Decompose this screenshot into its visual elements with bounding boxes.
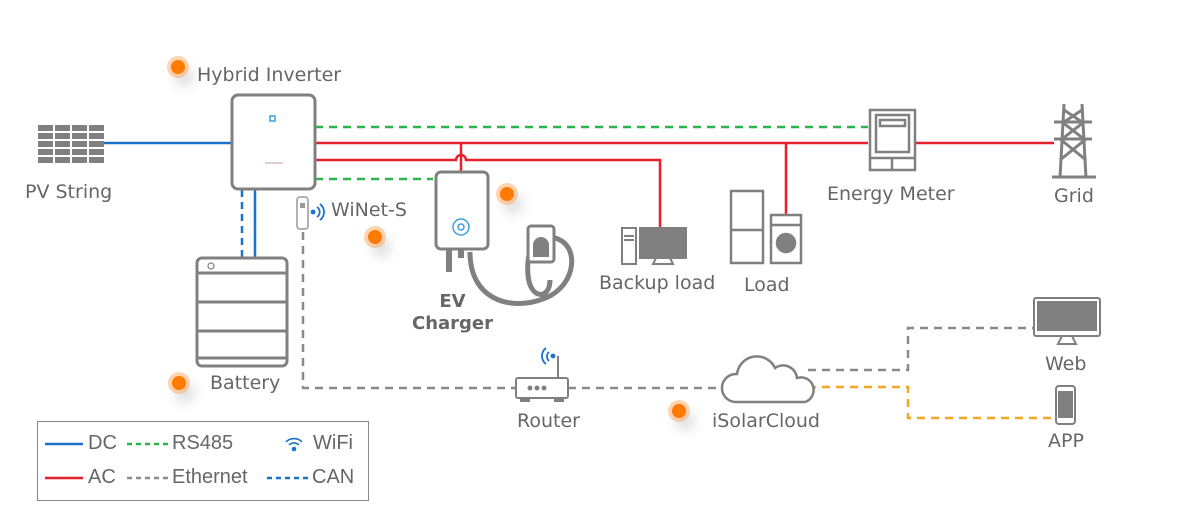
grid-label: Grid	[1054, 185, 1094, 207]
ev-charger-label-line1: EV	[439, 291, 466, 312]
battery-icon[interactable]	[195, 256, 289, 368]
web-monitor-icon[interactable]	[1033, 297, 1101, 345]
load-appliances-icon[interactable]	[729, 189, 803, 265]
web-label: Web	[1045, 353, 1087, 375]
hotspot-hybrid-inverter[interactable]	[171, 60, 185, 74]
winet-s-dongle-icon[interactable]	[296, 196, 309, 230]
legend-swatches	[45, 442, 308, 480]
legend-wifi-label: WiFi	[313, 432, 353, 454]
legend: DC RS485 WiFi AC Ethernet CAN	[37, 421, 369, 501]
hotspot-winet-s[interactable]	[368, 230, 382, 244]
grid-tower-icon[interactable]	[1052, 103, 1096, 179]
ethernet-line-web	[808, 326, 1034, 372]
pv-string-label: PV String	[25, 181, 113, 203]
app-phone-icon[interactable]	[1055, 385, 1076, 425]
isolarcloud-label: iSolarCloud	[712, 410, 820, 432]
app-label: APP	[1048, 430, 1084, 452]
legend-can-label: CAN	[312, 466, 355, 488]
hotspot-isolarcloud[interactable]	[672, 404, 686, 418]
legend-dc-label: DC	[88, 432, 117, 454]
legend-ethernet-label: Ethernet	[172, 466, 248, 488]
router-label: Router	[517, 410, 580, 432]
backup-load-pc-icon[interactable]	[621, 227, 687, 265]
legend-rs485-label: RS485	[172, 432, 234, 454]
ethernet-line-router	[301, 232, 516, 390]
energy-meter-icon[interactable]	[868, 108, 917, 172]
app-line	[808, 385, 1056, 420]
router-icon[interactable]	[515, 356, 569, 402]
winet-s-label: WiNet-S	[331, 199, 407, 221]
legend-wifi-icon	[285, 437, 303, 452]
hybrid-inverter-label: Hybrid Inverter	[197, 64, 342, 86]
pv-panel-icon[interactable]	[38, 125, 104, 163]
backup-load-label: Backup load	[599, 272, 716, 294]
cloud-icon[interactable]	[720, 355, 815, 404]
energy-meter-label: Energy Meter	[827, 183, 955, 205]
load-label: Load	[744, 274, 790, 296]
hotspot-battery[interactable]	[172, 376, 186, 390]
legend-ac-label: AC	[88, 466, 116, 488]
router-wifi-signal-icon	[541, 347, 556, 365]
wireless-signal-icon	[310, 203, 325, 221]
ev-charger-icon[interactable]	[434, 170, 575, 306]
connections	[103, 125, 1056, 420]
hotspot-ev-charger[interactable]	[500, 187, 514, 201]
battery-label: Battery	[210, 372, 281, 394]
inverter-icon[interactable]	[230, 93, 317, 191]
ev-charger-label-line2: Charger	[411, 312, 494, 334]
